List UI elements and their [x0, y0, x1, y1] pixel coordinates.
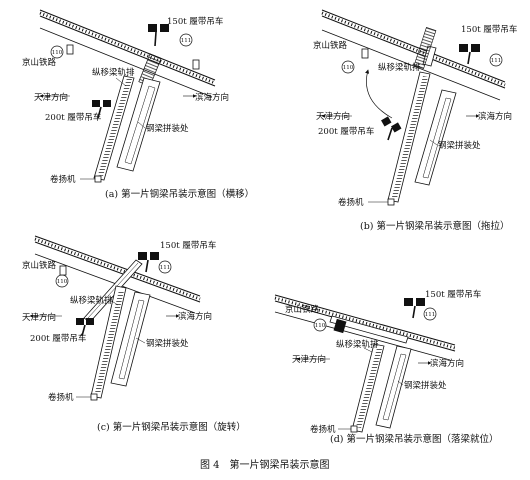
pier-110-marker: 110 — [50, 44, 74, 59]
pier-110-marker: 110 — [55, 265, 69, 288]
panel-d-caption: (d) 第一片钢梁吊装示意图（落梁就位） — [330, 433, 499, 445]
railway-label: 京山铁路 — [22, 57, 57, 68]
crane-150-label: 150t 履带吊车 — [167, 16, 223, 27]
pier-111-label: 111 — [491, 58, 502, 64]
binhai-label: 滨海方向 — [178, 311, 212, 322]
panel-a-caption: (a) 第一片钢梁吊装示意图（横移） — [105, 188, 254, 200]
swing-arrow — [365, 69, 393, 119]
track-beam — [351, 343, 385, 433]
tianjin-label: 天津方向 — [34, 92, 68, 103]
winch-label: 卷扬机 — [310, 424, 336, 435]
crane-150-label: 150t 履带吊车 — [160, 240, 216, 251]
track-beam — [387, 71, 431, 203]
track-beam — [90, 285, 127, 399]
pier-110-label: 110 — [315, 323, 326, 329]
crane-150-symbol: 111 — [404, 298, 437, 321]
tianjin-label: 天津方向 — [22, 312, 56, 323]
figure-caption: 图 4 第一片钢梁吊装示意图 — [200, 458, 330, 471]
crane-200-label: 200t 履带吊车 — [30, 333, 86, 344]
crane-200-symbol — [92, 100, 111, 119]
winch-label: 卷扬机 — [338, 197, 364, 208]
binhai-label: 滨海方向 — [478, 111, 512, 122]
assembly-label: 钢梁拼装处 — [438, 140, 481, 151]
tianjin-label: 天津方向 — [316, 111, 350, 122]
panel-d: 京山铁路 110 111 150t 履带吊车 纵移梁轨排 天津方向 滨海方向 钢… — [274, 289, 499, 445]
crane-150-symbol: 111 — [459, 44, 503, 67]
track-label: 纵移梁轨排 — [378, 62, 421, 73]
panel-c-caption: (c) 第一片钢梁吊装示意图（旋转） — [97, 421, 246, 433]
assembly-label: 钢梁拼装处 — [146, 338, 189, 349]
panel-a: 110 111 150t 履带吊车 京山铁路 纵移梁轨排 — [22, 9, 254, 200]
pier-110-label: 110 — [52, 50, 63, 56]
track-label: 纵移梁轨排 — [92, 67, 135, 78]
track-label: 纵移梁轨排 — [336, 339, 379, 350]
railway-track — [39, 9, 216, 98]
binhai-label: 滨海方向 — [195, 92, 229, 103]
tianjin-label: 天津方向 — [292, 354, 326, 365]
pier-110-label: 110 — [57, 279, 68, 285]
crane-150-symbol: 111 — [148, 24, 200, 70]
panel-c: 京山铁路 110 111 150t 履带吊车 纵移梁轨排 — [22, 235, 246, 433]
pier-111-label: 111 — [425, 312, 436, 318]
panel-b-caption: (b) 第一片钢梁吊装示意图（拖拉） — [360, 220, 510, 232]
pier-111-label: 111 — [160, 265, 171, 271]
railway-label: 京山铁路 — [285, 304, 320, 315]
assembly-label: 钢梁拼装处 — [146, 123, 189, 134]
winch-label: 卷扬机 — [50, 174, 76, 185]
crane-200-label: 200t 履带吊车 — [318, 126, 374, 137]
crane-200-symbol — [76, 318, 94, 337]
panel-b: 京山铁路 110 111 150t 履带吊车 — [313, 9, 517, 232]
track-beam — [93, 75, 135, 181]
pier-110-marker: 110 — [341, 48, 369, 74]
railway-label: 京山铁路 — [22, 260, 57, 271]
binhai-label: 滨海方向 — [430, 358, 464, 369]
assembly-label: 钢梁拼装处 — [404, 380, 447, 391]
railway-label: 京山铁路 — [313, 40, 348, 51]
pier-110-marker: 110 — [313, 318, 327, 332]
winch-label: 卷扬机 — [48, 392, 74, 403]
crane-200-symbol — [381, 116, 402, 141]
track-label: 纵移梁轨排 — [70, 295, 113, 306]
crane-150-label: 150t 履带吊车 — [461, 24, 517, 35]
pier-110-label: 110 — [343, 65, 354, 71]
crane-150-symbol: 111 — [138, 252, 172, 274]
crane-200-label: 200t 履带吊车 — [45, 112, 101, 123]
crane-150-label: 150t 履带吊车 — [425, 289, 481, 300]
pier-111-label: 111 — [181, 38, 192, 44]
railway-track — [321, 9, 506, 101]
